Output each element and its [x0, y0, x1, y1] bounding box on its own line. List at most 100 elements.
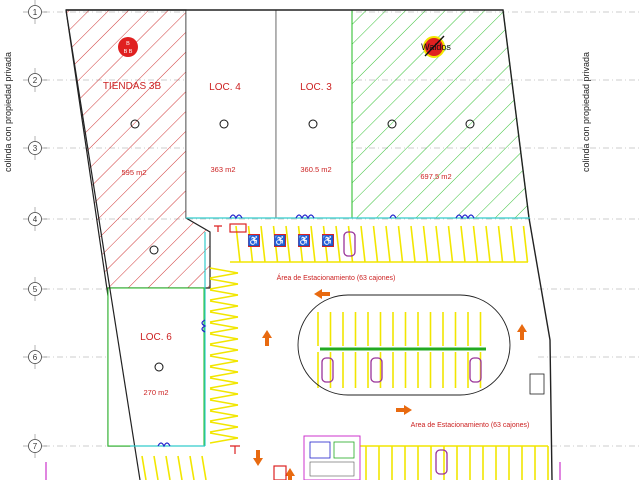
stall-line — [209, 388, 239, 395]
stall-line — [209, 311, 239, 318]
area-tiendas-3b: 595 m2 — [121, 168, 146, 177]
accessible-stalls: ♿ ♿ ♿ ♿ — [248, 234, 334, 247]
area-waldos: 697.5 m2 — [420, 172, 451, 181]
stall-line — [485, 225, 491, 263]
stall-line — [209, 349, 239, 356]
right-boundary-note: colinda con propiedad privada — [581, 52, 591, 172]
service-building — [303, 435, 361, 480]
stall-line — [209, 327, 239, 334]
car-icon — [435, 449, 448, 475]
axis-marker-2: 2 — [23, 68, 47, 92]
tenant-units — [65, 9, 553, 480]
stall-line — [209, 278, 239, 285]
badge-text-top: B — [126, 41, 130, 47]
stall-line — [209, 371, 239, 378]
column-symbols — [130, 119, 475, 372]
label-tiendas-3b: TIENDAS 3B — [103, 81, 162, 92]
stall-line — [472, 225, 479, 263]
accessible-icon: ♿ — [248, 234, 260, 247]
stall-line — [209, 283, 239, 290]
stall-line — [209, 382, 239, 389]
entrance-marks — [157, 214, 475, 448]
stall-line — [397, 225, 404, 263]
stall-line — [209, 432, 239, 439]
magenta-markers — [45, 462, 561, 480]
svg-text:♿: ♿ — [248, 234, 260, 247]
grid-axis-markers: 1 2 3 4 5 6 7 — [23, 0, 47, 458]
stall-line — [209, 366, 239, 373]
accessible-icon: ♿ — [298, 234, 310, 247]
svg-text:♿: ♿ — [298, 234, 310, 247]
stall-line — [209, 300, 239, 307]
stall-line — [209, 360, 239, 367]
stall-line — [497, 225, 504, 263]
stall-line — [209, 322, 239, 329]
car-icon — [321, 357, 334, 383]
red-door-marks — [214, 223, 287, 480]
stall-line — [209, 421, 239, 428]
parking-label-upper: Área de Estacionamiento (63 cajones) — [277, 273, 396, 282]
area-loc6: 270 m2 — [143, 388, 168, 397]
stall-line — [165, 455, 171, 480]
axis-marker-6: 6 — [23, 345, 47, 369]
stall-line — [435, 225, 441, 263]
car-icon — [343, 231, 356, 257]
left-boundary-note: colinda con propiedad privada — [3, 52, 13, 172]
accessible-icon: ♿ — [274, 234, 286, 247]
axis-marker-1: 1 — [23, 0, 47, 24]
stall-line — [209, 294, 239, 301]
arrow-down-icon — [253, 458, 263, 466]
stall-line — [460, 225, 466, 263]
stall-line — [410, 225, 416, 263]
traffic-arrows — [253, 289, 527, 480]
badge-tiendas-3b: B B B — [118, 37, 138, 57]
stall-line — [385, 225, 391, 263]
arrow-left-icon — [314, 289, 322, 299]
stall-line — [372, 225, 379, 263]
arrow-up-icon — [262, 330, 272, 338]
stall-line — [201, 455, 207, 480]
stall-line — [209, 305, 239, 312]
axis-label: 3 — [33, 144, 38, 153]
label-loc4: LOC. 4 — [209, 82, 241, 93]
axis-marker-3: 3 — [23, 136, 47, 160]
stall-line — [422, 225, 429, 263]
axis-label: 6 — [33, 353, 38, 362]
badge-text-bottom: B B — [124, 49, 133, 55]
stall-line — [209, 289, 239, 296]
stall-line — [209, 399, 239, 406]
label-loc6: LOC. 6 — [140, 332, 172, 343]
unit-loc4 — [185, 9, 277, 219]
arrow-up-icon — [517, 324, 527, 332]
stall-line — [209, 355, 239, 362]
parking-label-lower: Area de Estacionamiento (63 cajones) — [411, 422, 530, 429]
axis-label: 5 — [33, 285, 38, 294]
axis-label: 7 — [33, 442, 38, 451]
drive-loop — [297, 294, 511, 396]
stall-line — [153, 455, 159, 480]
logo-waldos — [423, 35, 445, 58]
stall-line — [447, 225, 454, 263]
unit-loc6 — [107, 287, 205, 447]
axis-marker-4: 4 — [23, 207, 47, 231]
stall-line — [141, 455, 147, 480]
label-loc3: LOC. 3 — [300, 82, 332, 93]
unit-loc3 — [275, 9, 353, 219]
stall-line — [209, 426, 239, 433]
car-icon — [469, 357, 482, 383]
stall-line — [209, 437, 239, 444]
stall-line — [209, 404, 239, 411]
stall-line — [177, 455, 183, 480]
stair-block — [529, 373, 545, 395]
stall-line — [189, 455, 195, 480]
stall-line — [209, 316, 239, 323]
axis-marker-5: 5 — [23, 277, 47, 301]
axis-label: 4 — [33, 215, 38, 224]
stall-line — [360, 225, 366, 263]
area-loc4: 363 m2 — [210, 165, 235, 174]
stall-line — [335, 225, 341, 263]
stall-line — [209, 344, 239, 351]
stall-line — [209, 377, 239, 384]
stall-line — [310, 225, 316, 263]
